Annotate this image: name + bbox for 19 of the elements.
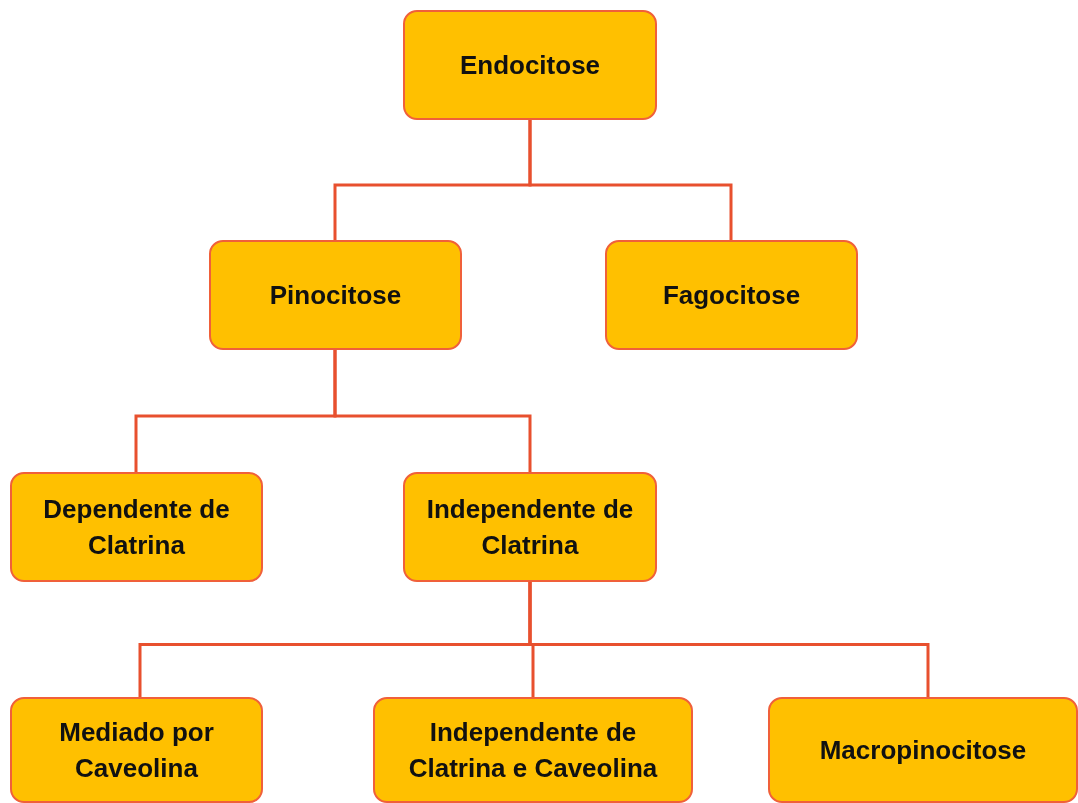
connector-line [528, 582, 930, 697]
node-label: Endocitose [459, 48, 601, 82]
node-label: Mediado por Caveolina [58, 715, 215, 785]
node-label: Fagocitose [662, 278, 801, 312]
node-label: Macropinocitose [819, 733, 1027, 767]
process-box [10, 472, 263, 582]
connector-line [333, 350, 532, 472]
process-box [768, 697, 1078, 803]
node-label: Dependente de Clatrina [42, 492, 231, 562]
process-box [605, 240, 858, 350]
process-box [209, 240, 462, 350]
process-box [403, 472, 657, 582]
process-box [10, 697, 263, 803]
node-label: Pinocitose [269, 278, 402, 312]
connector-line [528, 120, 733, 240]
node-label: Independente de Clatrina [425, 492, 635, 562]
process-box [403, 10, 657, 120]
node-label: Independente de Clatrina e Caveolina [407, 715, 659, 785]
process-box [373, 697, 693, 803]
